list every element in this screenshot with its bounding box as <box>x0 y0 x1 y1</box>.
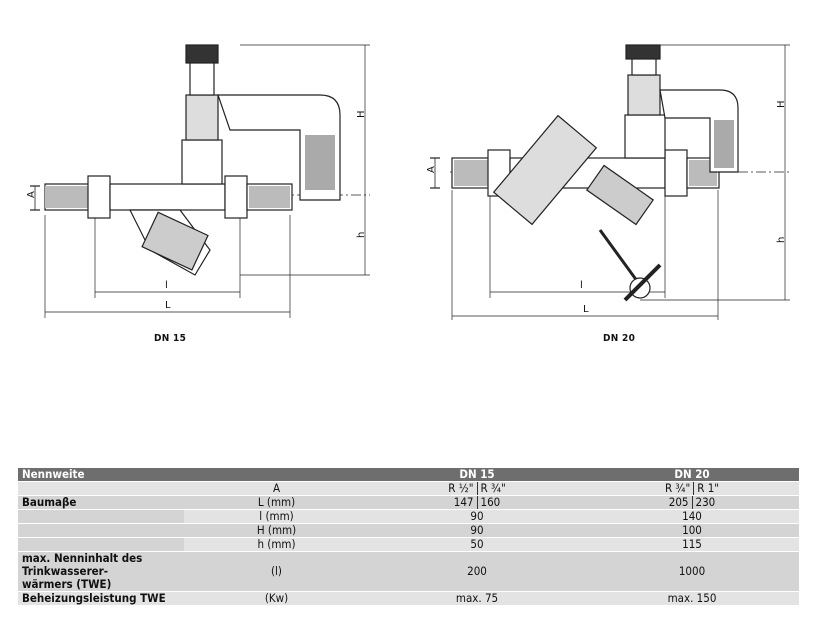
table-row-twe: max. Nenninhalt des Trinkwasserer- wärme… <box>18 551 799 592</box>
dim-H-left: H <box>356 110 367 118</box>
dim-L-left: L <box>165 300 171 311</box>
drawing-dn15 <box>30 44 370 318</box>
dim-l-right: l <box>580 280 583 291</box>
dim-l-left: l <box>165 280 168 291</box>
dim-A-left: A <box>26 191 37 198</box>
technical-drawings: A H h l L <box>26 44 790 320</box>
dims-dn15: A H h l L <box>26 110 367 311</box>
caption-dn20: DN 20 <box>603 333 636 344</box>
table-row: H (mm) 90 100 <box>18 523 799 538</box>
dim-H-right: H <box>776 100 787 108</box>
table-row: l (mm) 90 140 <box>18 509 799 524</box>
dims-dn20: A H h l L <box>426 100 787 315</box>
table-header-row: Nennweite DN 15 DN 20 <box>18 468 799 482</box>
dim-L-right: L <box>583 304 589 315</box>
drawing-dn20 <box>430 44 790 320</box>
dim-h-right: h <box>776 237 787 243</box>
table-row: h (mm) 50 115 <box>18 537 799 552</box>
header-dn15: DN 15 <box>369 468 585 482</box>
dim-h-left: h <box>356 232 367 238</box>
spec-table: Nennweite DN 15 DN 20 A R ½"R ¾" R ¾"R 1… <box>18 468 799 606</box>
header-dn20: DN 20 <box>585 468 799 482</box>
dim-A-right: A <box>426 166 437 173</box>
header-nennweite: Nennweite <box>18 468 184 482</box>
label-baumasse: Baumaβe <box>18 495 184 510</box>
caption-dn15: DN 15 <box>154 333 187 344</box>
table-row-power: Beheizungsleistung TWE (Kw) max. 75 max.… <box>18 591 799 606</box>
table-row: A R ½"R ¾" R ¾"R 1" <box>18 481 799 496</box>
